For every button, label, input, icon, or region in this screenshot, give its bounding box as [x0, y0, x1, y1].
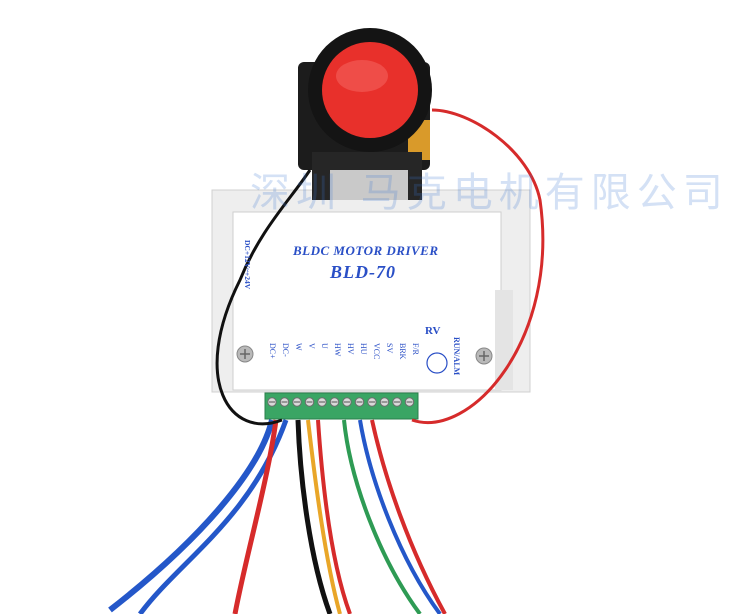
terminal-label: HW	[333, 343, 342, 357]
terminal-label: DC+	[268, 343, 277, 359]
terminal-label: HU	[359, 343, 368, 355]
button-highlight	[336, 60, 388, 92]
wire-green	[342, 419, 422, 614]
wire-red-phase	[316, 419, 352, 614]
watermark: 深圳 马克电机有限公司	[250, 170, 729, 216]
terminal-label: VCC	[372, 343, 381, 360]
wire-yellow	[306, 419, 342, 614]
wire-red-power	[232, 419, 279, 614]
terminal-label: U	[320, 343, 329, 349]
device-title: BLDC MOTOR DRIVER	[293, 243, 439, 258]
button-bracket	[330, 170, 408, 200]
run-alm-label: RUN/ALM	[452, 337, 461, 376]
wire-black	[295, 419, 333, 614]
wire-blue-hall	[358, 419, 442, 614]
rv-label: RV	[425, 325, 441, 337]
device-model: BLD-70	[330, 262, 396, 282]
terminal-label: BRK	[398, 343, 407, 360]
wire-black-button	[215, 169, 312, 426]
terminal-label: SV	[385, 343, 394, 354]
terminal-label: DC-	[281, 343, 290, 357]
wire-blue-left	[108, 419, 275, 613]
case-side	[495, 290, 513, 390]
terminal-label: F/R	[411, 343, 420, 356]
terminal-label: V	[307, 343, 316, 349]
supply-label: DC+12V~+24V	[243, 240, 252, 290]
terminal-label: HV	[346, 343, 355, 355]
rv-potentiometer[interactable]	[426, 352, 448, 374]
wire-red-button	[411, 108, 545, 424]
terminal-screws	[267, 397, 415, 407]
driver-case	[232, 211, 502, 391]
terminal-label: W	[294, 343, 303, 351]
terminal-block	[264, 392, 419, 420]
wire-red-hall	[370, 419, 447, 614]
